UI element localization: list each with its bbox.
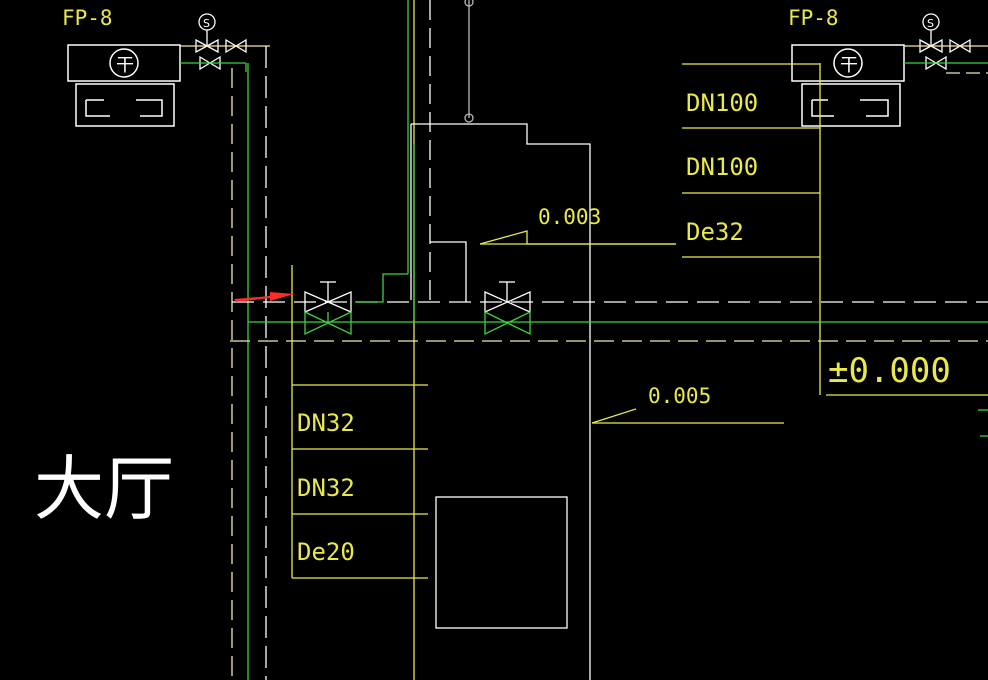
slope-label-lower: 0.005 [648,384,711,408]
left-risers [231,46,267,680]
pipe-size-label-right-1: DN100 [686,89,758,117]
fan-coil-unit-right[interactable]: FP-8 干 S [788,6,988,127]
valve-icon-green-left [304,310,352,336]
unit-label-right: FP-8 [788,6,839,30]
gate-valve-right[interactable] [484,281,531,336]
pipe-size-label-left-1: DN32 [297,409,355,437]
control-valve-icon-left [195,38,219,54]
fan-icon-left [109,48,139,78]
ball-valve-icon-right-b [925,55,947,71]
slope-annotation-lower: 0.005 [591,384,784,424]
fan-icon-right [833,48,863,78]
unit-grille-left [85,99,163,117]
slope-label-upper: 0.003 [538,205,601,229]
pipe-size-label-right-3: De32 [686,218,744,246]
elevation-label: ±0.000 [828,351,951,391]
control-valve-icon-right [919,38,943,54]
pipe-size-table-right: DN100 DN100 De32 [682,63,820,258]
pipe-size-table-left: DN32 DN32 De20 [292,384,428,579]
gate-valve-left[interactable] [291,265,352,578]
equipment-box[interactable] [435,496,568,629]
ball-valve-icon-left-b [199,55,221,71]
unit-grille-right [811,99,889,117]
room-name-label: 大厅 [34,448,174,530]
pipe-size-label-right-2: DN100 [686,153,758,181]
sensor-symbol-left: S [203,17,210,30]
center-risers [407,0,821,680]
pipe-size-label-left-3: De20 [297,538,355,566]
red-pointer-arrow-icon [234,292,294,302]
fan-symbol-left: 干 [116,55,134,76]
valve-icon-white-left [304,291,352,313]
sensor-symbol-right: S [927,17,934,30]
pipe-size-label-left-2: DN32 [297,474,355,502]
unit-return-box-right [801,83,901,127]
fan-symbol-right: 干 [840,55,858,76]
valve-icon-white-right [484,290,531,314]
horizontal-mains [230,273,988,437]
valve-icon-green-right [484,310,531,336]
ball-valve-icon-left-a [225,38,247,54]
fan-coil-unit-left[interactable]: FP-8 干 S [62,6,270,127]
slope-annotation-upper: 0.003 [479,205,676,245]
unit-label-left: FP-8 [62,6,113,30]
unit-return-box-left [75,83,175,127]
ball-valve-icon-right-a [949,38,971,54]
